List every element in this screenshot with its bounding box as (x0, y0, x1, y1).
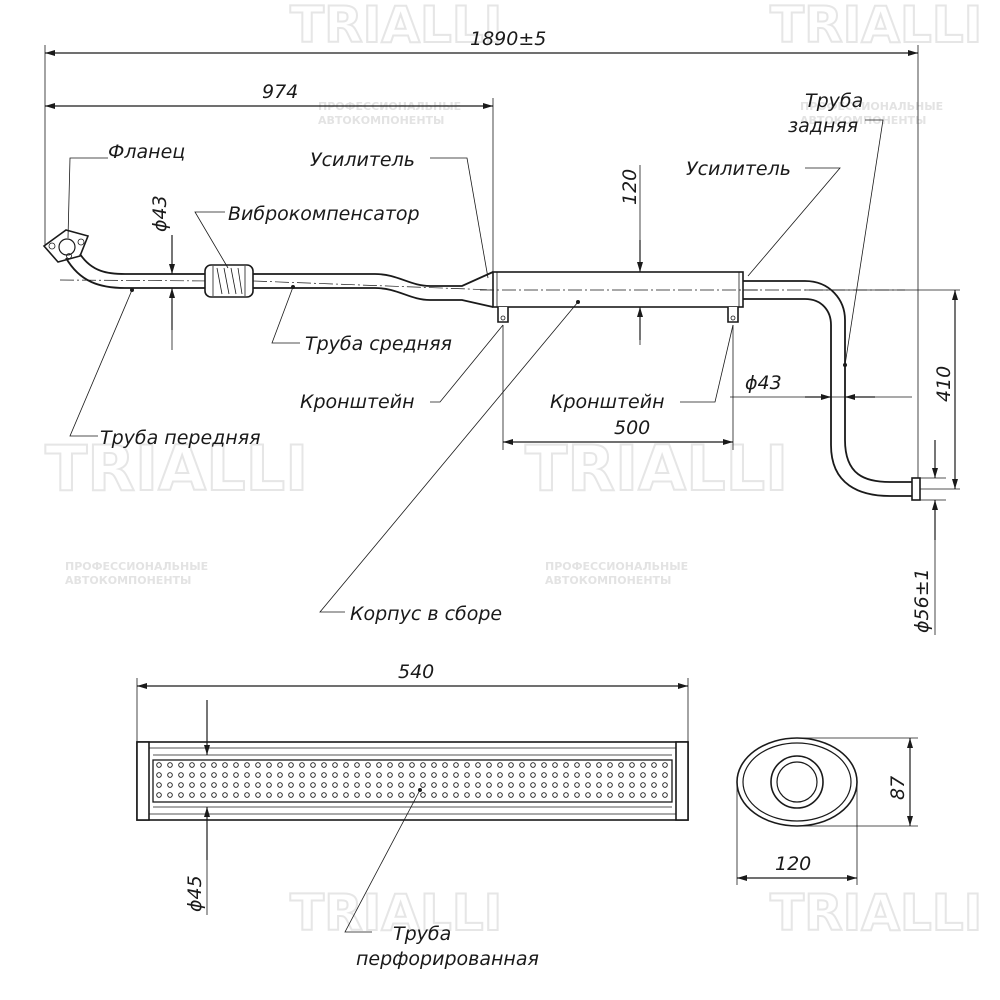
middle-pipe (253, 271, 494, 287)
rear-pipe (743, 280, 918, 483)
front-pipe-outline (79, 253, 205, 275)
leader-line (430, 324, 504, 403)
dimension-perforated-diameter: ϕ45 (184, 875, 206, 912)
dimension-rear-pipe-diameter: ϕ43 (745, 372, 782, 394)
dimension-outlet-diameter: ϕ56±1 (911, 568, 933, 633)
label-rear-pipe-line2: задняя (788, 115, 858, 137)
label-body-assembly: Корпус в сборе (350, 603, 502, 625)
leader-dot (130, 288, 134, 292)
muffler-body (480, 271, 760, 308)
label-reinforcement-left: Усилитель (310, 149, 415, 171)
leader-line (319, 301, 579, 613)
perforated-pipe (152, 759, 673, 803)
watermark-tagline: ПРОФЕССИОНАЛЬНЫЕ (800, 100, 943, 113)
label-front-pipe: Труба передняя (100, 427, 261, 449)
muffler-section-view: 540 ϕ45 Труба перфорированная (136, 661, 918, 970)
watermark-tagline: АВТОКОМПОНЕНТЫ (545, 574, 671, 587)
rear-pipe-outlet (911, 477, 921, 501)
exhaust-assembly-view: 1890±5 974 (42, 28, 960, 635)
dimension-body-length: 540 (398, 661, 434, 683)
watermark-logo: TRIALLI (290, 0, 502, 54)
dimension-to-body: 974 (262, 81, 298, 103)
leader-line (680, 324, 734, 403)
watermark-tagline: АВТОКОМПОНЕНТЫ (800, 114, 926, 127)
label-reinforcement-right: Усилитель (686, 158, 791, 180)
end-cap-left (136, 741, 150, 821)
label-bracket-right: Кронштейн (550, 391, 665, 413)
dimension-body-height: 120 (619, 169, 641, 205)
leader-line (430, 157, 489, 279)
leader-line (194, 211, 229, 269)
watermark-logo: TRIALLI (290, 884, 502, 942)
bracket-right (727, 307, 739, 323)
leader-line (67, 157, 108, 239)
label-bracket-left: Кронштейн (300, 391, 415, 413)
bracket-left (497, 307, 509, 323)
label-perforated-pipe-line2: перфорированная (356, 948, 539, 970)
leader-line (844, 119, 884, 366)
watermark-logo: TRIALLI (770, 0, 982, 54)
leader-line (747, 167, 841, 277)
watermark-tagline: ПРОФЕССИОНАЛЬНЫЕ (545, 560, 688, 573)
front-pipe (65, 257, 205, 289)
watermark-logo: TRIALLI (525, 432, 788, 505)
label-rear-pipe-line1: Труба (805, 90, 863, 112)
rear-pipe-outline (743, 298, 918, 497)
leader-dot (576, 300, 580, 304)
centerline (252, 280, 496, 291)
dimension-oval-height: 87 (887, 776, 909, 800)
label-middle-pipe: Труба средняя (305, 333, 452, 355)
leader-line (69, 289, 133, 437)
dimension-rear-drop: 410 (933, 366, 955, 402)
label-flange: Фланец (108, 141, 185, 163)
dimension-oval-width: 120 (775, 853, 811, 875)
vibration-compensator (204, 264, 254, 298)
watermark-logo: TRIALLI (45, 432, 308, 505)
flange (42, 229, 90, 263)
end-cap-right (675, 741, 689, 821)
label-perforated-pipe-line1: Труба (393, 923, 451, 945)
leader-line (271, 286, 300, 344)
dimension-total-length: 1890±5 (470, 28, 546, 50)
middle-pipe-outline (253, 287, 494, 308)
watermark-tagline: АВТОКОМПОНЕНТЫ (65, 574, 191, 587)
dimension-front-pipe-diameter: ϕ43 (149, 195, 171, 232)
watermark-tagline: АВТОКОМПОНЕНТЫ (318, 114, 444, 127)
leader-dot (843, 363, 847, 367)
leader-dot (291, 285, 295, 289)
watermark-tagline: ПРОФЕССИОНАЛЬНЫЕ (65, 560, 208, 573)
watermark-logo: TRIALLI (770, 884, 982, 942)
label-vibration-compensator: Виброкомпенсатор (228, 203, 420, 225)
oval-end-view (736, 737, 858, 827)
leader-dot (418, 788, 422, 792)
leader-line (344, 789, 421, 933)
centerline (59, 279, 216, 282)
dimension-bracket-spacing: 500 (614, 417, 650, 439)
